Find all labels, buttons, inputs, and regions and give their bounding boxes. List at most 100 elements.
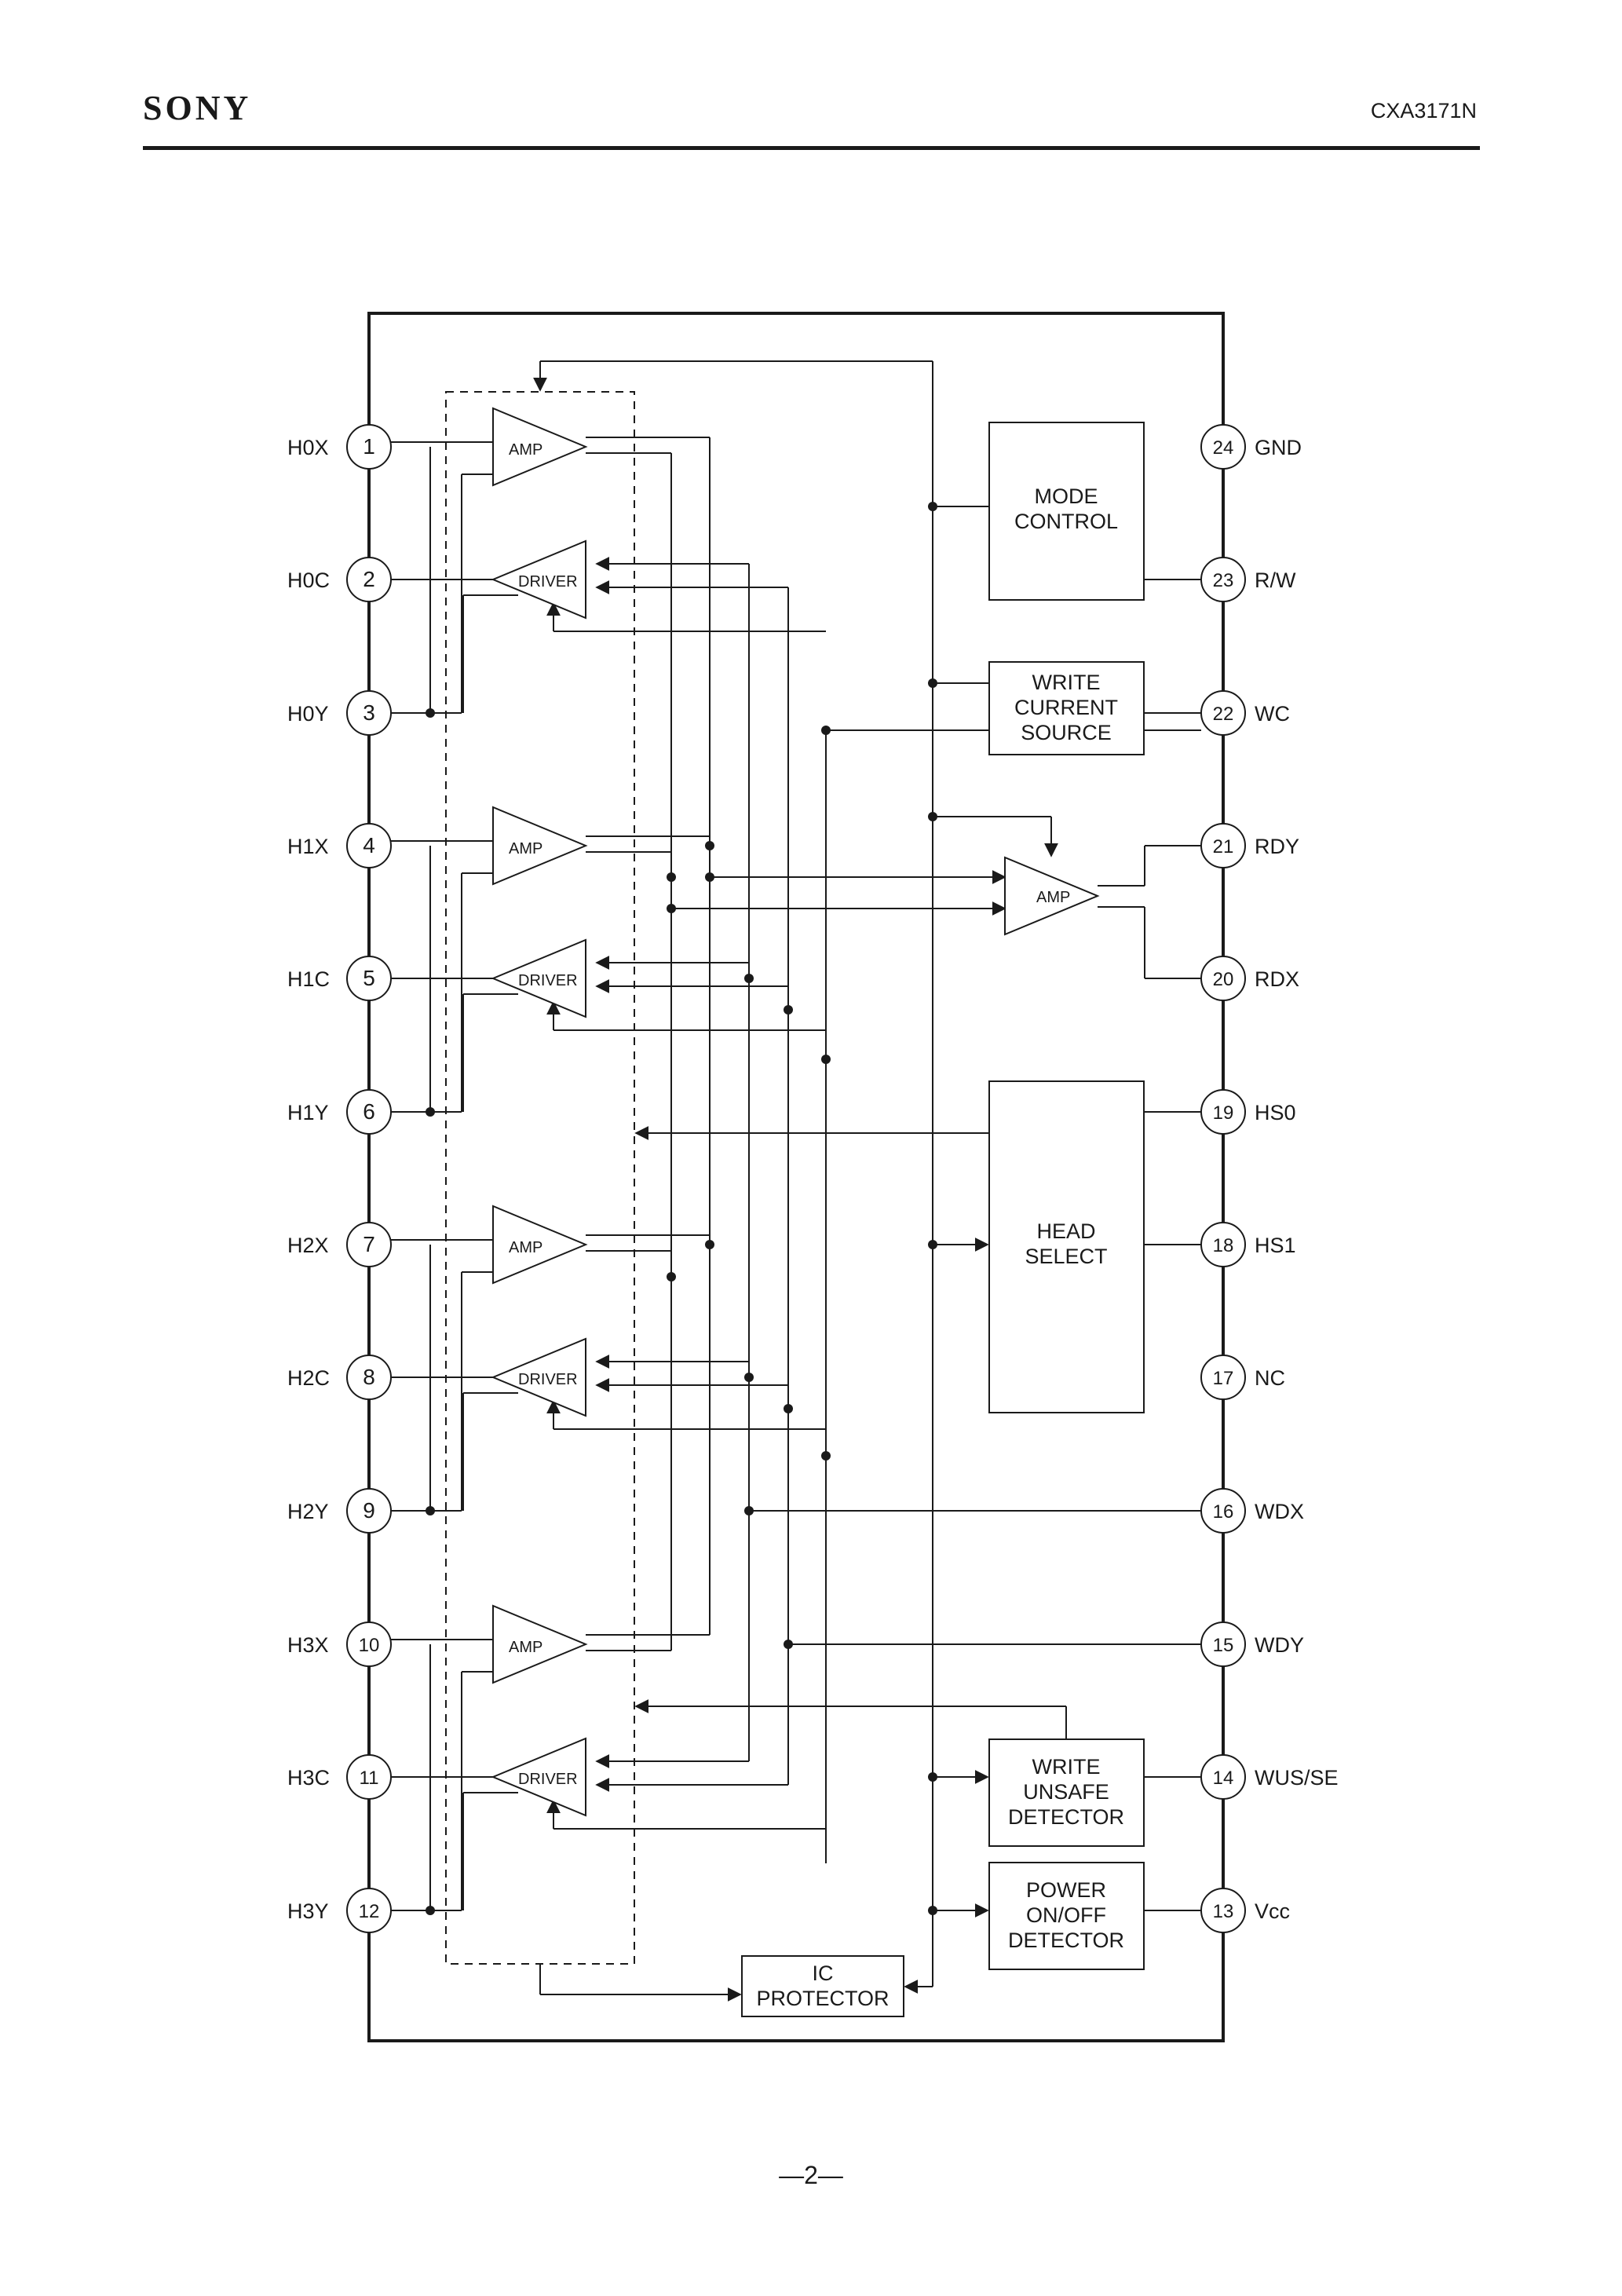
pin-23 (1200, 557, 1246, 602)
read-amp-label: AMP (1036, 889, 1070, 906)
pin-7 (346, 1222, 392, 1267)
pin-number: 20 (1213, 969, 1234, 990)
wcs-line-3: SOURCE (1021, 721, 1112, 744)
pin-1 (346, 424, 392, 470)
driver-label: DRIVER (518, 573, 578, 590)
pin-number: 2 (363, 567, 375, 591)
pin-label-right: HS1 (1255, 1234, 1296, 1257)
pin-number: 8 (363, 1365, 375, 1389)
head-select-line-1: HEAD (1036, 1219, 1095, 1243)
pin-10 (346, 1621, 392, 1667)
pin-label-left: H3X (287, 1633, 329, 1657)
head-amp (492, 1205, 588, 1285)
pin-label-left: H0X (287, 436, 329, 459)
wud-line-3: DETECTOR (1008, 1805, 1124, 1829)
pin-13 (1200, 1888, 1246, 1933)
pin-number: 11 (360, 1768, 379, 1789)
icp-line-1: IC (813, 1961, 834, 1985)
pin-label-left: H1C (287, 967, 330, 991)
pin-label-right: WDY (1255, 1633, 1304, 1657)
pin-9 (346, 1488, 392, 1534)
write-driver (491, 938, 586, 1018)
head-amp (492, 1604, 588, 1684)
pin-number: 16 (1213, 1501, 1234, 1523)
part-number: CXA3171N (1370, 99, 1477, 122)
pin-label-right: RDX (1255, 967, 1299, 991)
pin-label-left: H3C (287, 1766, 330, 1790)
driver-label: DRIVER (518, 1771, 578, 1788)
head-region-dashed (445, 391, 635, 1965)
head-amp (492, 407, 588, 487)
pin-20 (1200, 956, 1246, 1001)
pin-label-right: NC (1255, 1366, 1285, 1390)
pin-number: 3 (363, 700, 375, 725)
mode-control-line-1: MODE (1035, 484, 1098, 508)
pin-number: 4 (363, 833, 375, 857)
pin-number: 1 (363, 434, 375, 459)
pin-number: 12 (359, 1901, 380, 1922)
pin-label-left: H0C (287, 569, 330, 592)
pin-21 (1200, 823, 1246, 868)
pin-label-left: H2X (287, 1234, 329, 1257)
amp-label: AMP (509, 441, 542, 459)
pin-16 (1200, 1488, 1246, 1534)
pin-number: 5 (363, 966, 375, 990)
pin-number: 9 (363, 1498, 375, 1523)
write-current-source-block: WRITE CURRENT SOURCE (988, 661, 1145, 755)
pin-number: 17 (1213, 1368, 1234, 1389)
head-amp (492, 806, 588, 886)
pin-label-left: H3Y (287, 1899, 329, 1923)
icp-line-2: PROTECTOR (756, 1987, 889, 2010)
pin-label-right: HS0 (1255, 1101, 1296, 1124)
header-rule (143, 146, 1480, 150)
write-driver (491, 539, 586, 620)
pin-17 (1200, 1355, 1246, 1400)
pin-19 (1200, 1089, 1246, 1135)
pin-6 (346, 1089, 392, 1135)
amp-label: AMP (509, 1639, 542, 1656)
pd-line-3: DETECTOR (1008, 1929, 1124, 1952)
pin-label-left: H1Y (287, 1101, 329, 1124)
pin-label-right: WUS/SE (1255, 1766, 1339, 1790)
pin-8 (346, 1355, 392, 1400)
driver-label: DRIVER (518, 972, 578, 989)
pin-label-left: H2Y (287, 1500, 329, 1523)
read-amp: AMP (1004, 856, 1100, 936)
pin-label-right: RDY (1255, 835, 1299, 858)
write-driver (491, 1737, 586, 1817)
pin-label-right: WDX (1255, 1500, 1304, 1523)
pin-3 (346, 690, 392, 736)
wud-line-1: WRITE (1032, 1755, 1101, 1779)
wiring (391, 360, 1201, 2002)
pins: 1H0X2H0C3H0Y4H1X5H1C6H1Y7H2X8H2C9H2Y10H3… (287, 424, 1339, 1933)
pin-label-left: H1X (287, 835, 329, 858)
pin-14 (1200, 1754, 1246, 1800)
mode-control-line-2: CONTROL (1014, 510, 1118, 533)
ic-protector-block: IC PROTECTOR (741, 1955, 904, 2017)
pin-number: 10 (359, 1635, 380, 1656)
junctions (426, 502, 937, 1915)
pd-line-2: ON/OFF (1026, 1903, 1106, 1927)
driver-label: DRIVER (518, 1371, 578, 1388)
pin-number: 24 (1213, 437, 1234, 459)
power-detector-block: POWER ON/OFF DETECTOR (988, 1862, 1145, 1970)
wud-line-2: UNSAFE (1023, 1780, 1109, 1804)
write-driver (491, 1337, 586, 1417)
pin-22 (1200, 690, 1246, 736)
pin-4 (346, 823, 392, 868)
pin-number: 15 (1213, 1635, 1234, 1656)
sony-logo: SONY (143, 89, 252, 127)
write-unsafe-detector-block: WRITE UNSAFE DETECTOR (988, 1738, 1145, 1847)
pin-number: 14 (1213, 1768, 1234, 1789)
pin-number: 21 (1213, 836, 1234, 857)
pin-24 (1200, 424, 1246, 470)
pin-number: 22 (1213, 704, 1234, 725)
pin-2 (346, 557, 392, 602)
pd-line-1: POWER (1026, 1878, 1106, 1902)
pin-label-right: WC (1255, 702, 1290, 726)
pin-label-right: GND (1255, 436, 1302, 459)
pin-label-right: Vcc (1255, 1899, 1290, 1923)
head-select-line-2: SELECT (1025, 1245, 1107, 1268)
